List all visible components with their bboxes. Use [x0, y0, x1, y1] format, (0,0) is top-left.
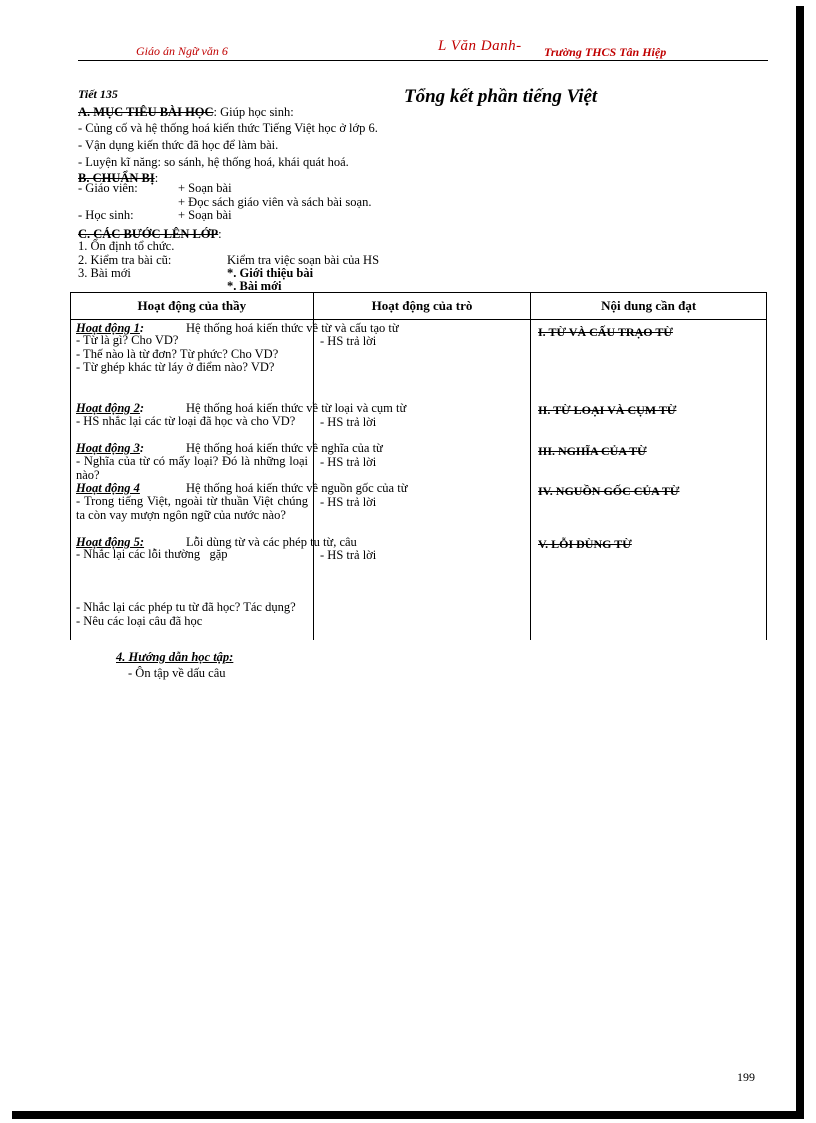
activity-3-heading: Hoạt động 3:: [76, 441, 145, 455]
header-subject: Giáo án Ngữ văn 6: [136, 44, 228, 58]
teacher-label: - Giáo viên:: [78, 181, 138, 195]
column-divider: [530, 320, 531, 640]
step-3-label: 3. Bài mới: [78, 266, 131, 280]
activity-1-heading: Hoạt động 1:: [76, 321, 145, 335]
student-label: - Học sinh:: [78, 208, 134, 222]
lesson-table: Hoạt động của thầy Hoạt động của trò Nội…: [70, 292, 767, 320]
teacher-item: + Soạn bài: [178, 181, 232, 195]
guidance-heading: 4. Hướng dẫn học tập:: [116, 650, 234, 664]
content-section: I. TỪ VÀ CẤU TRẠO TỪ: [538, 325, 673, 339]
teacher-activity: - Nhắc lại các lỗi thường gặp: [76, 547, 228, 561]
objective-item: - Vận dụng kiến thức đã học để làm bài.: [78, 138, 279, 152]
content-section: III. NGHĨA CỦA TỪ: [538, 444, 647, 458]
teacher-activity: - Từ là gì? Cho VD? - Thế nào là từ đơn?…: [76, 333, 279, 374]
lesson-title: Tổng kết phần tiếng Việt: [404, 86, 598, 107]
header-student-activity: Hoạt động của trò: [312, 292, 532, 320]
objectives-heading: A. MỤC TIÊU BÀI HỌC: [78, 105, 214, 119]
activity-label: Hoạt động 4: [76, 481, 140, 495]
activity-label: Hoạt động 3: [76, 441, 140, 455]
guidance-item: - Ôn tập về dấu câu: [128, 666, 226, 680]
page-shadow-right: [796, 6, 804, 1111]
page-number: 199: [737, 1070, 755, 1084]
preparation-line: B. CHUẨN BỊ:: [78, 171, 158, 185]
teacher-activity: - Nghĩa của từ có mấy loại? Đó là những …: [76, 454, 308, 482]
steps-heading: C. CÁC BƯỚC LÊN LỚP: [78, 227, 219, 241]
column-divider: [766, 320, 767, 640]
student-activity: - HS trả lời: [320, 334, 377, 348]
lesson-period: Tiết 135: [78, 87, 118, 101]
header-teacher-activity: Hoạt động của thầy: [70, 292, 314, 320]
activity-label: Hoạt động 5:: [76, 535, 145, 549]
column-divider: [313, 320, 314, 640]
column-divider: [70, 320, 71, 640]
activity-topic: Hệ thống hoá kiến thức về từ và cấu tạo …: [186, 321, 399, 335]
teacher-item: + Đọc sách giáo viên và sách bài soạn.: [178, 195, 372, 209]
content-section: II. TỪ LOẠI VÀ CỤM TỪ: [538, 403, 677, 417]
student-activity: - HS trả lời: [320, 455, 377, 469]
steps-line: C. CÁC BƯỚC LÊN LỚP:: [78, 227, 222, 241]
page-shadow-bottom: [12, 1111, 804, 1119]
objective-item: - Luyện kĩ năng: so sánh, hệ thống hoá, …: [78, 155, 349, 169]
step-3-item: *. Bài mới: [227, 279, 282, 293]
teacher-activity: - Trong tiếng Việt, ngoài từ thuần Việt …: [76, 494, 308, 522]
teacher-activity-extra: - Nhắc lại các phép tu từ đã học? Tác dụ…: [76, 600, 296, 628]
activity-topic: Hệ thống hoá kiến thức về từ loại và cụm…: [186, 401, 407, 415]
activity-topic: Hệ thống hoá kiến thức về nghĩa của từ: [186, 441, 383, 455]
header-school: Trường THCS Tân Hiệp: [544, 45, 667, 59]
content-section: V. LỖI DÙNG TỪ: [538, 537, 632, 551]
activity-topic: Lỗi dùng từ và các phép tu từ, câu: [186, 535, 357, 549]
preparation-suffix: :: [154, 171, 159, 185]
activity-label: Hoạt động 1: [76, 321, 140, 335]
header-rule: [78, 60, 768, 61]
header-author: L Văn Danh-: [438, 38, 522, 54]
activity-5-heading: Hoạt động 5:: [76, 535, 144, 549]
step-2-value: Kiểm tra việc soạn bài của HS: [227, 253, 380, 267]
student-activity: - HS trả lời: [320, 415, 377, 429]
activity-2-heading: Hoạt động 2:: [76, 401, 145, 415]
teacher-activity: - HS nhắc lại các từ loại đã học và cho …: [76, 414, 296, 428]
activity-4-heading: Hoạt động 4: [76, 481, 140, 495]
preparation-heading: B. CHUẨN BỊ: [78, 171, 155, 185]
step-1: 1. Ổn định tổ chức.: [78, 239, 175, 253]
student-activity: - HS trả lời: [320, 495, 377, 509]
activity-label: Hoạt động 2: [76, 401, 140, 415]
activity-topic: Hệ thống hoá kiến thức về nguồn gốc của …: [186, 481, 408, 495]
content-section: IV. NGUỒN GỐC CỦA TỪ: [538, 484, 680, 498]
objectives-line: A. MỤC TIÊU BÀI HỌC: Giúp học sinh:: [78, 105, 294, 119]
objective-item: - Củng cố và hệ thống hoá kiến thức Tiến…: [78, 121, 378, 135]
step-3-item: *. Giới thiệu bài: [227, 266, 314, 280]
steps-suffix: :: [218, 227, 222, 241]
objectives-intro: : Giúp học sinh:: [213, 105, 294, 119]
step-2-label: 2. Kiểm tra bài cũ:: [78, 253, 172, 267]
table-header-row: Hoạt động của thầy Hoạt động của trò Nội…: [70, 292, 767, 320]
student-item: + Soạn bài: [178, 208, 232, 222]
student-activity: - HS trả lời: [320, 548, 377, 562]
header-content: Nội dung cần đạt: [530, 292, 767, 320]
